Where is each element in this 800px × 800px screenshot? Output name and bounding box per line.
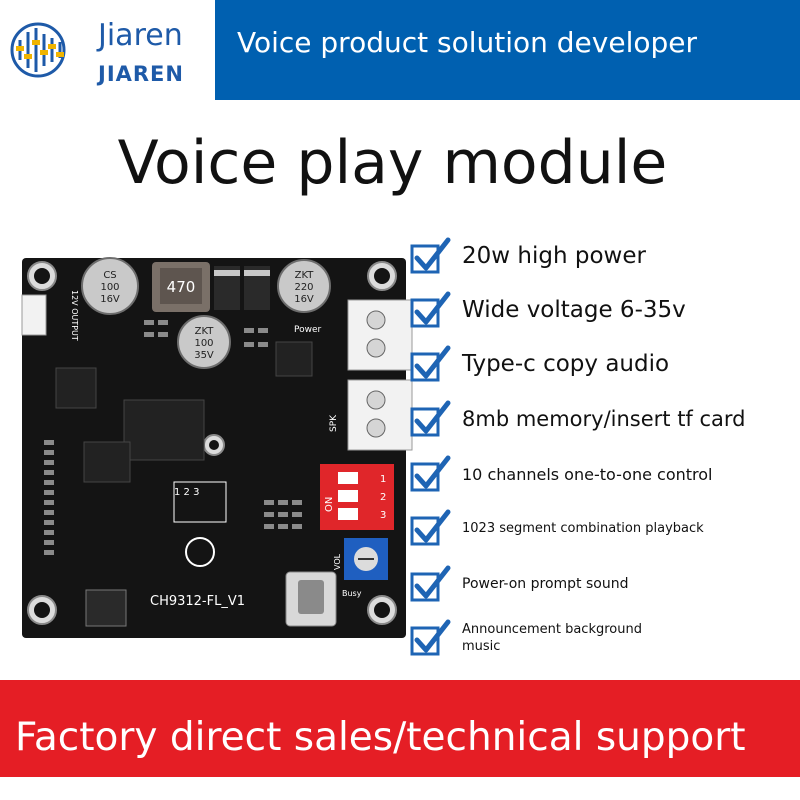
feature-item: 20w high power	[410, 236, 795, 276]
feature-text: Announcement background music	[462, 622, 642, 654]
footer: Factory direct sales/technical support	[0, 680, 800, 800]
cap3-line3: 35V	[194, 350, 214, 361]
checkmark-icon	[410, 619, 451, 656]
cap1-line2: 100	[100, 282, 119, 293]
checkmark-icon	[410, 291, 451, 328]
pcb-board-drawing: 470 CS 100 16V ZKT 220 16V ZKT 100 35V	[21, 257, 413, 638]
feature-text: Wide voltage 6-35v	[462, 297, 686, 323]
pcb-board-image: 470 CS 100 16V ZKT 220 16V ZKT 100 35V	[14, 250, 414, 645]
power-label: Power	[294, 325, 322, 335]
checkmark-icon	[410, 455, 451, 492]
feature-item: 1023 segment combination playback	[410, 508, 795, 548]
page-title: Voice play module	[117, 128, 668, 198]
dip-label-1: 1	[380, 474, 386, 485]
checkmark-icon	[410, 400, 451, 437]
cap2-line2: 220	[294, 282, 313, 293]
equalizer-sliders-icon	[10, 22, 66, 78]
feature-item: 10 channels one-to-one control	[410, 454, 795, 494]
feature-item: Announcement background music	[410, 618, 795, 658]
tagline-band: Voice product solution developer	[215, 0, 800, 100]
cap2-line1: ZKT	[295, 270, 315, 281]
feature-item: Power-on prompt sound	[410, 564, 795, 604]
tagline: Voice product solution developer	[237, 26, 698, 59]
checkmark-icon	[410, 509, 451, 546]
inductor-label: 470	[167, 278, 196, 296]
spk-label: SPK	[329, 414, 339, 432]
feature-text: 10 channels one-to-one control	[462, 464, 713, 484]
footer-text: Factory direct sales/technical support	[15, 715, 746, 760]
dip-on-label: ON	[324, 497, 335, 512]
output-label: 12V OUTPUT	[70, 290, 79, 341]
cap3-line1: ZKT	[195, 326, 215, 337]
feature-item: 8mb memory/insert tf card	[410, 399, 795, 439]
cap1-line3: 16V	[100, 294, 120, 305]
feature-item: Wide voltage 6-35v	[410, 290, 795, 330]
dip-label-2: 2	[380, 492, 386, 503]
feature-text: Type-c copy audio	[462, 351, 670, 377]
header: Jiaren JIAREN Voice product solution dev…	[0, 0, 800, 100]
cap1-line1: CS	[103, 270, 116, 281]
feature-item: Type-c copy audio	[410, 344, 795, 384]
brand-sub-name: JIAREN	[98, 62, 184, 86]
checkmark-icon	[410, 237, 451, 274]
busy-label: Busy	[342, 589, 362, 598]
feature-text: 8mb memory/insert tf card	[462, 407, 746, 431]
feature-text: Power-on prompt sound	[462, 576, 629, 592]
feature-text: 20w high power	[462, 243, 646, 269]
logo[interactable]: Jiaren JIAREN	[0, 0, 215, 100]
checkmark-icon	[410, 345, 451, 382]
brand-name: Jiaren	[98, 18, 183, 53]
footer-strip	[0, 777, 800, 800]
vol-label: VOL	[333, 553, 342, 570]
cap3-line2: 100	[194, 338, 213, 349]
dip-label-3: 3	[380, 510, 386, 521]
cap2-line3: 16V	[294, 294, 314, 305]
checkmark-icon	[410, 565, 451, 602]
board-row-label: 1 2 3	[174, 487, 199, 498]
feature-text: 1023 segment combination playback	[462, 520, 704, 536]
board-model-label: CH9312-FL_V1	[150, 594, 245, 609]
